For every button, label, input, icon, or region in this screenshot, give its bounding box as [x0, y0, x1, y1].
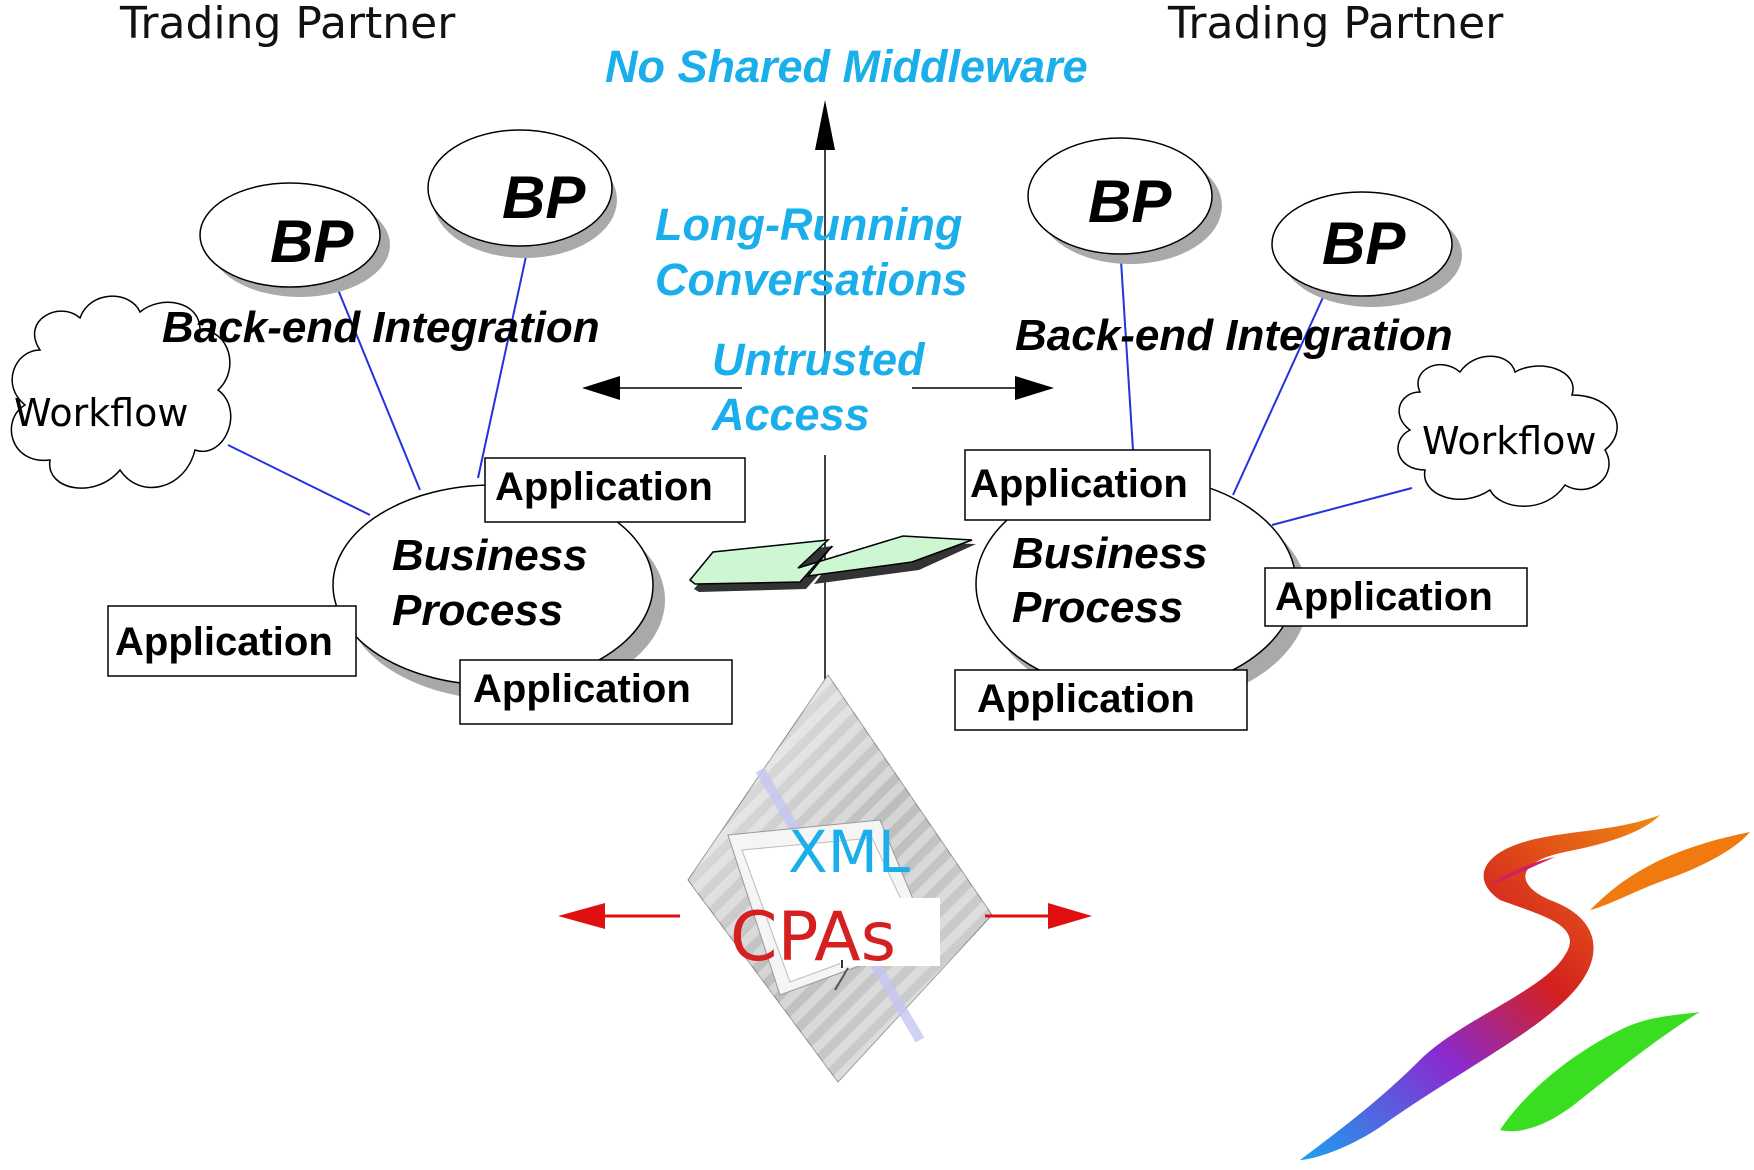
left-connectors: [227, 237, 531, 516]
left-app-left-box: [107, 605, 357, 677]
right-backend-label: Back-end Integration: [1015, 311, 1453, 360]
right-app-right-box: [1264, 567, 1528, 627]
long-running-label-2: Conversations: [655, 254, 968, 305]
right-app-bottom-box: [954, 669, 1248, 731]
s-logo: [1300, 815, 1750, 1160]
left-process-label-1: Business: [392, 531, 588, 580]
right-bp-ellipse-left: [1027, 137, 1222, 264]
left-app-top-box: [484, 457, 746, 523]
lightning-bolt-icon: [688, 535, 976, 592]
cpa-diamond: [687, 674, 993, 1083]
left-bp-ellipse-top: [427, 129, 617, 258]
right-partner-title: Trading Partner: [1167, 0, 1504, 49]
left-app-bottom-label: Application: [473, 667, 691, 711]
untrusted-label-1: Untrusted: [712, 334, 926, 385]
right-bp-label-left: BP: [1088, 168, 1172, 235]
left-app-left-label: Application: [115, 620, 333, 664]
right-process-ellipse: [975, 475, 1308, 706]
left-process-label-2: Process: [392, 586, 563, 635]
red-arrows: [558, 903, 1092, 929]
left-bp-label-left: BP: [270, 208, 354, 275]
right-workflow-label: Workflow: [1422, 419, 1597, 463]
left-partner-title: Trading Partner: [119, 0, 456, 49]
left-workflow-label: Workflow: [14, 391, 189, 435]
right-connectors: [1119, 244, 1413, 526]
right-app-bottom-label: Application: [977, 677, 1195, 721]
right-app-top-box: [964, 449, 1211, 521]
left-backend-label: Back-end Integration: [162, 303, 600, 352]
right-bp-label-right: BP: [1322, 210, 1406, 277]
right-bp-ellipse-right: [1271, 191, 1462, 307]
right-app-top-label: Application: [970, 462, 1188, 506]
right-app-right-label: Application: [1275, 575, 1493, 619]
left-workflow-cloud: [10, 295, 232, 489]
left-process-ellipse: [332, 484, 665, 700]
xml-label: XML: [788, 818, 910, 886]
right-process-label-1: Business: [1012, 529, 1208, 578]
cpas-label: CPAs: [730, 898, 896, 977]
no-shared-middleware-label: No Shared Middleware: [605, 41, 1088, 92]
right-workflow-cloud: [1397, 355, 1618, 507]
long-running-label-1: Long-Running: [655, 199, 962, 250]
left-bp-ellipse-left: [199, 182, 390, 297]
left-app-bottom-box: [459, 659, 733, 725]
left-app-top-label: Application: [495, 465, 713, 509]
untrusted-label-2: Access: [711, 389, 870, 440]
left-bp-label-top: BP: [502, 164, 586, 231]
right-process-label-2: Process: [1012, 583, 1183, 632]
horizontal-arrow: [582, 376, 1054, 400]
